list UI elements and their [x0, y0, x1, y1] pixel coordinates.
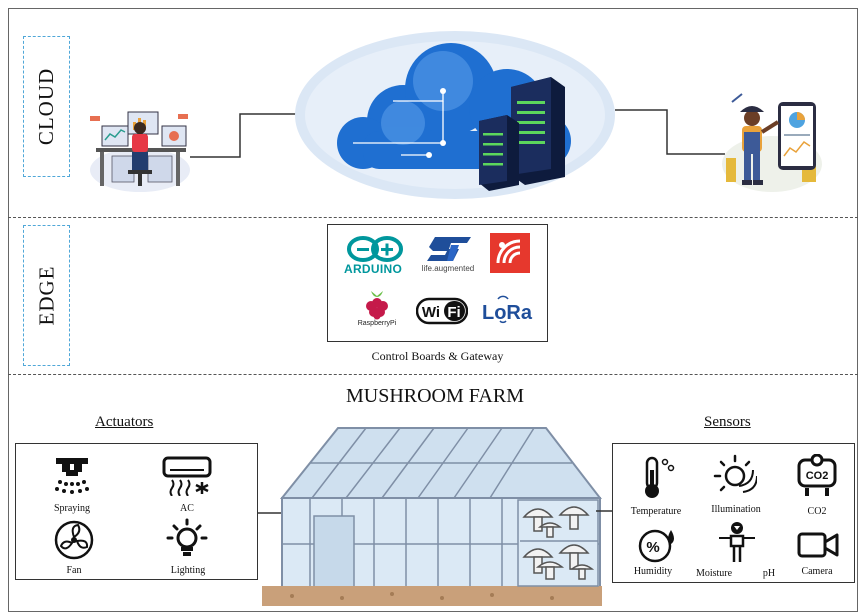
sensor-moisture-label: Moisture: [695, 568, 733, 579]
svg-text:LoRa: LoRa: [482, 302, 533, 324]
arduino-text: ARDUINO: [344, 262, 403, 276]
lora-logo: LoRa: [480, 295, 538, 327]
thermometer-icon: [641, 456, 675, 500]
arduino-logo: ARDUINO: [344, 235, 406, 276]
moisture-probe-icon: [717, 520, 757, 564]
sensors-connector: [596, 510, 614, 512]
computer-workstation-icon: [88, 108, 192, 194]
st-mark-icon: [427, 237, 471, 261]
mushroom-icon: [520, 506, 598, 580]
bulb-icon: [166, 518, 208, 560]
actuator-ac-label: AC: [180, 503, 194, 514]
arduino-infinity-icon: [347, 236, 403, 262]
co2-icon: CO2: [797, 454, 837, 498]
edge-caption: Control Boards & Gateway: [371, 349, 504, 363]
sensor-temperature-label: Temperature: [630, 506, 682, 517]
edge-layer-label: EDGE: [23, 225, 70, 366]
sprayer-icon: [52, 456, 92, 496]
sensors-title: Sensors: [704, 414, 751, 430]
st-tagline: life.augmented: [421, 264, 475, 273]
actuators-title: Actuators: [95, 414, 154, 430]
espressif-icon: [490, 233, 530, 273]
lora-icon: LoRa: [482, 295, 533, 324]
actuators-connector: [258, 512, 282, 514]
sensor-ph-label: pH: [762, 568, 776, 579]
sun-icon: [713, 454, 757, 498]
cloud-layer-text: CLOUD: [34, 67, 58, 146]
sensor-camera-label: Camera: [801, 566, 833, 577]
cloud-edge-separator: [8, 217, 858, 218]
actuator-fan-label: Fan: [66, 565, 82, 576]
sensor-illumination-label: Illumination: [711, 504, 761, 515]
raspberry-pi-logo: RaspberryPi: [352, 288, 402, 327]
actuator-spraying-label: Spraying: [53, 503, 91, 514]
fan-icon: [54, 520, 94, 560]
connector-right-line: [615, 109, 725, 155]
svg-text:Wi: Wi: [422, 304, 440, 321]
sensor-co2-label: CO2: [807, 506, 827, 517]
st-logo: life.augmented: [416, 235, 480, 273]
edge-farm-separator: [8, 374, 858, 375]
edge-layer-text: EDGE: [34, 265, 58, 326]
actuators-box: Spraying AC Fan: [15, 443, 258, 580]
wifi-icon: Wi Fi: [416, 297, 468, 325]
camera-icon: [797, 530, 839, 560]
cloud-server-icon: [293, 25, 617, 203]
farmer-phone-icon: [718, 92, 824, 196]
edge-boards-box: ARDUINO life.augmented RaspberryPi: [327, 224, 548, 342]
cloud-layer-label: CLOUD: [23, 36, 70, 177]
ac-icon: [162, 456, 212, 496]
humidity-icon: %: [637, 526, 679, 564]
actuator-lighting-label: Lighting: [170, 565, 206, 576]
sensors-box: Temperature Illumination CO2 CO2: [612, 443, 855, 583]
raspberry-icon: [366, 291, 388, 320]
espressif-logo: [490, 233, 530, 273]
svg-text:Fi: Fi: [447, 304, 460, 321]
wifi-logo: Wi Fi: [416, 295, 468, 327]
svg-text:%: %: [646, 539, 659, 556]
connector-left-line: [190, 113, 298, 158]
raspberry-pi-text: RaspberryPi: [357, 320, 397, 327]
sensor-humidity-label: Humidity: [633, 566, 673, 577]
co2-icon-text: CO2: [806, 470, 829, 482]
mushroom-rack: [520, 501, 598, 585]
diagram-frame: [8, 8, 858, 612]
farm-title: MUSHROOM FARM: [345, 385, 524, 407]
